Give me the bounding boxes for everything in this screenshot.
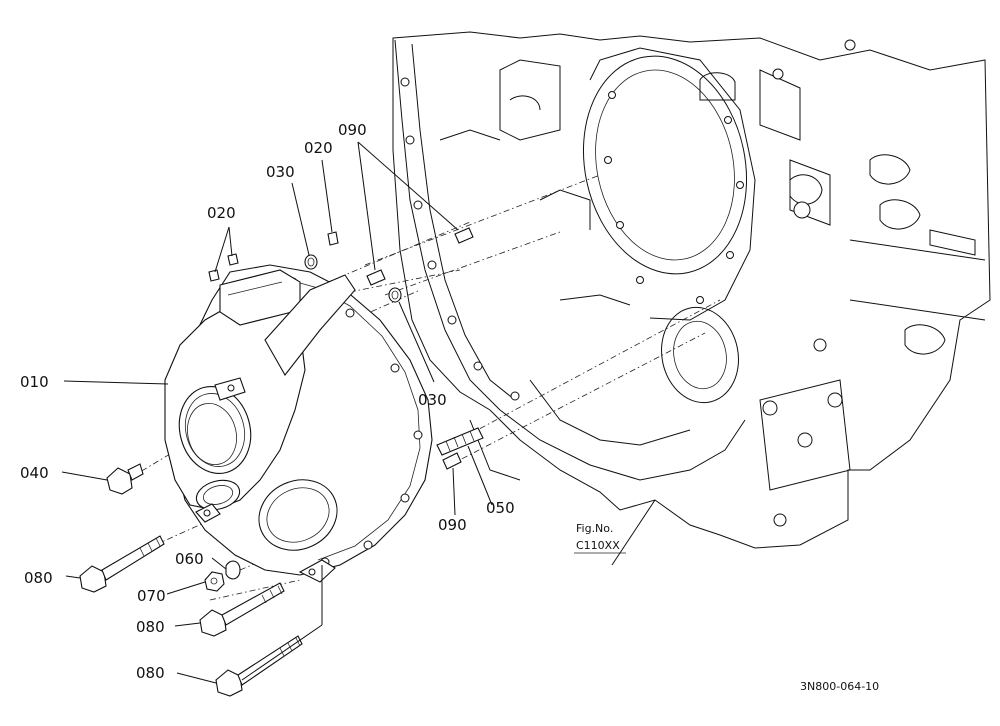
figure-ref-line2: C110XX [576,539,620,552]
callout-010: 010 [20,373,49,391]
drawing-code: 3N800-064-10 [800,680,879,693]
dowel-pin-090-c [442,452,462,470]
callout-090-top: 090 [338,121,367,139]
nut-070 [204,571,225,592]
transmission-case [392,31,991,549]
callout-020-right: 020 [304,139,333,157]
o-ring-030-a [304,254,318,270]
figure-ref-line1: Fig.No. [576,522,613,535]
o-ring-030-b [388,287,402,303]
callout-090-bottom: 090 [438,516,467,534]
stud-050 [436,427,484,456]
callout-080-middle: 080 [136,618,165,636]
callout-060: 060 [175,550,204,568]
plug-020-c [327,231,339,246]
callout-020-left: 020 [207,204,236,222]
plug-bolt-040 [106,463,144,495]
plug-020-a [208,269,220,282]
callout-080-top: 080 [24,569,53,587]
bolt-080-b [199,582,285,637]
bolt-080-c [215,635,303,697]
callout-030-top: 030 [266,163,295,181]
callout-040: 040 [20,464,49,482]
plug-020-b [227,253,239,266]
callout-050: 050 [486,499,515,517]
washer-060 [225,560,241,580]
bolt-080-a [79,535,165,593]
callout-080-bottom: 080 [136,664,165,682]
callout-070: 070 [137,587,166,605]
dowel-pin-090-b [454,227,474,244]
callout-030-bottom: 030 [418,391,447,409]
leader-lines [61,141,656,684]
dowel-pin-090-a [366,269,386,286]
front-cover-housing [164,264,433,583]
